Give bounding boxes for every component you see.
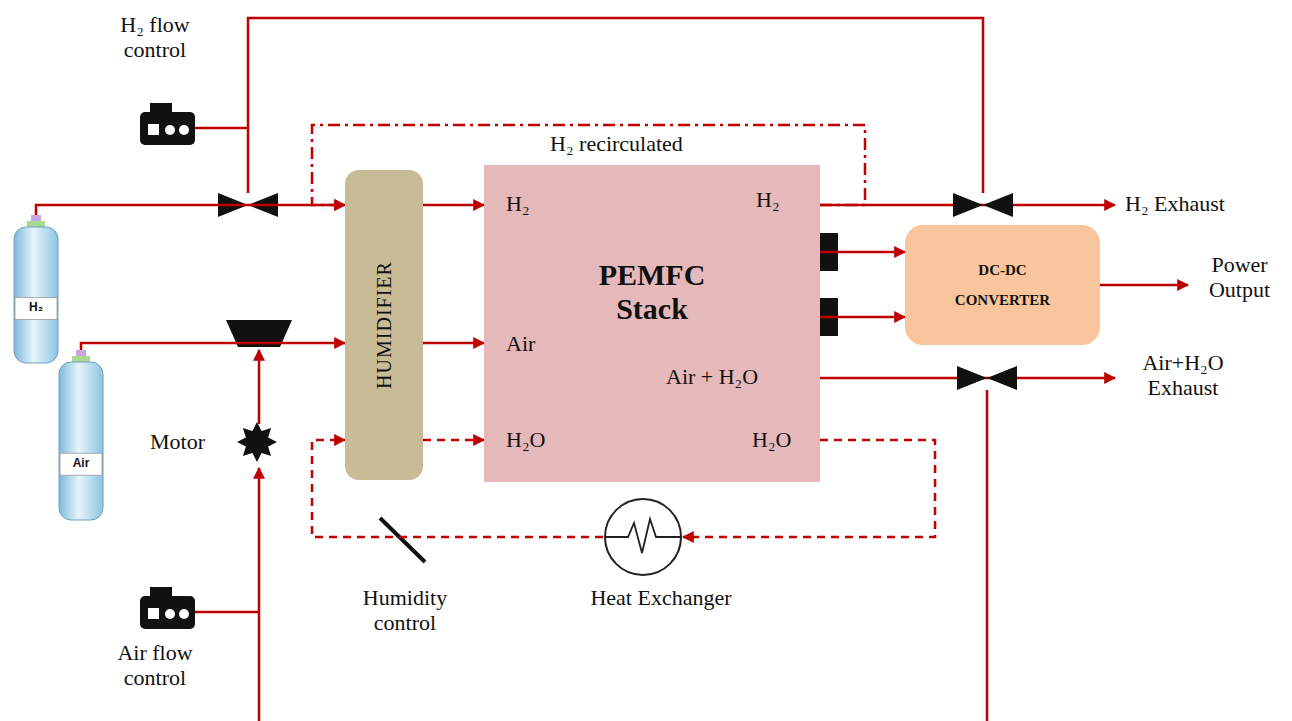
flow-controller-icon <box>140 587 195 629</box>
box-fill <box>484 165 820 482</box>
cylinder-body <box>14 227 58 363</box>
air-cylinder: Air <box>57 350 105 522</box>
node-text: Air <box>506 331 535 356</box>
fuel-cell-stack: PEMFC Stack H₂ AirH₂O H₂ Air + H₂O H₂O <box>484 165 820 482</box>
cylinder-valve <box>31 215 41 222</box>
annotation-label: H₂ Exhaust <box>1125 191 1225 216</box>
motor-symbol <box>237 422 277 462</box>
node-text: PEMFC Stack <box>587 257 717 326</box>
valve-symbol <box>953 193 1013 217</box>
node-text: H₂ <box>506 191 530 216</box>
node-text: DC-DC CONVERTER <box>938 255 1068 315</box>
heat-exchanger-circle <box>605 499 681 575</box>
annotation-label: Motor <box>150 429 205 454</box>
heat-exchanger-symbol-outline <box>603 497 683 577</box>
node-text: HUMIDIFIER <box>373 261 396 389</box>
control-line <box>986 390 989 721</box>
node-text: H₂O <box>752 427 791 452</box>
heat-exchanger-symbol: Heat Exchanger <box>603 497 683 577</box>
hydrogen-cylinder: H₂ <box>12 215 60 365</box>
flow-connector <box>423 204 484 207</box>
cylinder-label-band <box>60 453 102 475</box>
cylinder-body <box>59 362 103 520</box>
annotation-label: H₂ flow control <box>105 12 205 63</box>
annotation-label: Power Output <box>1192 252 1287 303</box>
shaft-line <box>258 350 261 424</box>
humidity-control-symbol <box>380 518 425 562</box>
air-cylinder-outline <box>57 350 105 522</box>
valve-symbol <box>957 366 1017 390</box>
heat-exchanger-wave <box>605 519 681 553</box>
annotation-label: Air flow control <box>100 640 210 691</box>
cylinder-label-band <box>15 298 57 320</box>
flow-connector <box>820 251 905 254</box>
annotation-label: Humidity control <box>345 585 465 636</box>
annotation-label: Air+H₂O Exhaust <box>1118 350 1248 401</box>
box-fill <box>345 170 423 480</box>
node-text: Air <box>73 457 90 471</box>
flow-connector <box>820 316 905 319</box>
flow-connector <box>81 343 345 350</box>
flow-connector <box>423 342 484 345</box>
node-text: Heat Exchanger <box>590 585 731 610</box>
box-fill <box>905 225 1100 345</box>
flow-connector <box>423 439 484 442</box>
dc-dc-converter-box-outline <box>905 225 1100 345</box>
control-line <box>195 611 259 614</box>
dc-dc-converter-box: DC-DC CONVERTER <box>905 225 1100 345</box>
cylinder-valve <box>76 350 86 357</box>
edge-label: H₂ recirculated <box>548 131 685 156</box>
node-text: H₂ <box>29 302 43 316</box>
node-text: Air + H₂O <box>666 364 758 389</box>
hydrogen-cylinder-outline <box>12 215 60 365</box>
flow-connector <box>36 205 345 215</box>
humidifier-box: HUMIDIFIER <box>345 170 423 480</box>
control-line <box>258 468 261 721</box>
power-line <box>1100 284 1188 287</box>
flow-controller-icon <box>140 103 195 145</box>
node-text: H₂ <box>756 187 780 212</box>
node-text: H₂O <box>506 427 545 452</box>
